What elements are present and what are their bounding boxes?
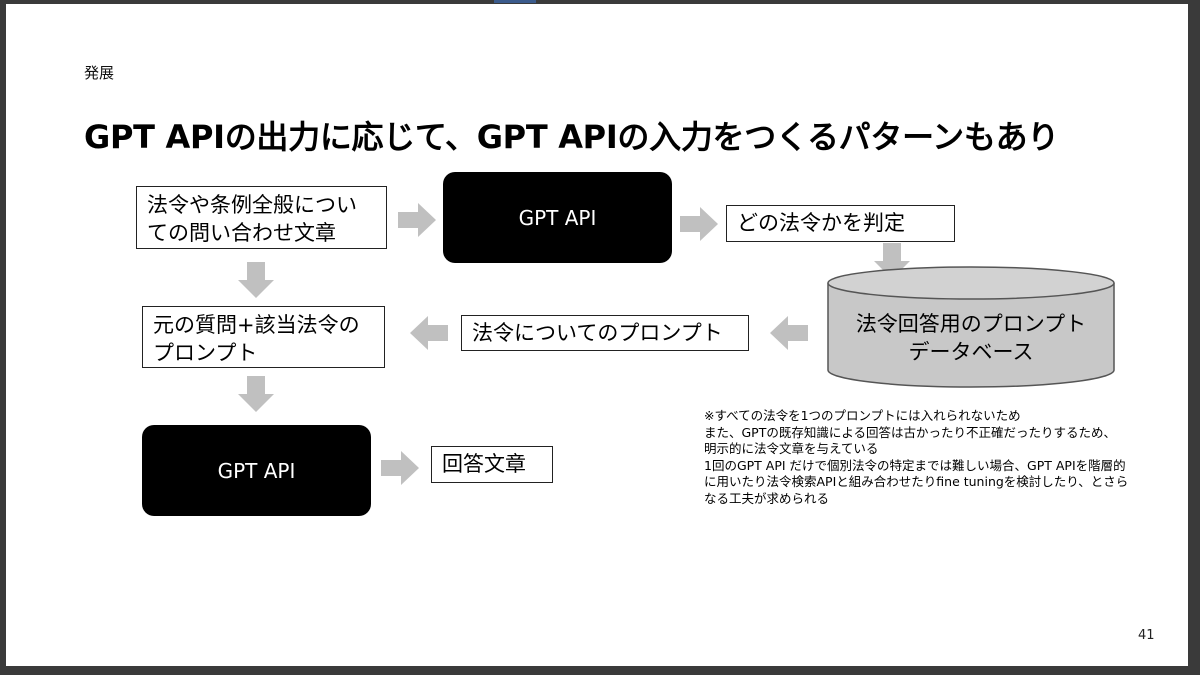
arrow-left-icon xyxy=(770,316,808,350)
query-box: 法令や条例全般につい ての問い合わせ文章 xyxy=(136,186,387,249)
database-line-2: データベース xyxy=(908,340,1034,364)
slide-title: GPT APIの出力に応じて、GPT APIの入力をつくるパターンもあり xyxy=(84,118,1059,156)
arrow-right-icon xyxy=(381,451,419,485)
arrow-down-icon xyxy=(238,376,274,412)
note-line: 明示的に法令文章を与えている xyxy=(704,441,879,456)
footnote: ※すべての法令を1つのプロンプトには入れられないため また、GPTの既存知識によ… xyxy=(704,408,1164,507)
prompt-label: 法令についてのプロンプト xyxy=(472,321,723,345)
note-line: 1回のGPT API だけで個別法令の特定までは難しい場合、GPT APIを階層… xyxy=(704,457,1126,473)
query-line-1: 法令や条例全般につい xyxy=(147,193,357,217)
judge-box: どの法令かを判定 xyxy=(726,205,955,242)
section-label: 発展 xyxy=(84,64,115,82)
note-line: に用いたり法令検索APIと組み合わせたりfine tuningを検討したり、とさ… xyxy=(704,474,1129,489)
combined-question-box: 元の質問+該当法令の プロンプト xyxy=(142,306,385,368)
answer-label: 回答文章 xyxy=(442,452,526,476)
database-cylinder xyxy=(827,266,1115,388)
gpt-api-bottom-label: GPT API xyxy=(217,458,296,483)
arrow-down-icon xyxy=(238,262,274,298)
combined-line-1: 元の質問+該当法令の xyxy=(153,313,360,337)
prompt-box: 法令についてのプロンプト xyxy=(461,315,749,351)
judge-label: どの法令かを判定 xyxy=(737,211,905,235)
arrow-left-icon xyxy=(410,316,448,350)
query-line-2: ての問い合わせ文章 xyxy=(147,221,336,245)
page-number: 41 xyxy=(1138,628,1155,643)
arrow-right-icon xyxy=(680,207,718,241)
database-label: 法令回答用のプロンプト データベース xyxy=(826,310,1116,366)
combined-line-2: プロンプト xyxy=(153,341,258,365)
window-indicator xyxy=(494,0,536,3)
note-line: ※すべての法令を1つのプロンプトには入れられないため xyxy=(704,408,1021,423)
note-line: なる工夫が求められる xyxy=(704,490,830,506)
gpt-api-top-box: GPT API xyxy=(443,172,672,263)
gpt-api-bottom-box: GPT API xyxy=(142,425,371,516)
gpt-api-top-label: GPT API xyxy=(518,205,597,230)
answer-box: 回答文章 xyxy=(431,446,553,483)
note-line: また、GPTの既存知識による回答は古かったり不正確だったりするため、 xyxy=(704,424,1116,440)
arrow-right-icon xyxy=(398,203,436,237)
database-line-1: 法令回答用のプロンプト xyxy=(855,312,1087,336)
